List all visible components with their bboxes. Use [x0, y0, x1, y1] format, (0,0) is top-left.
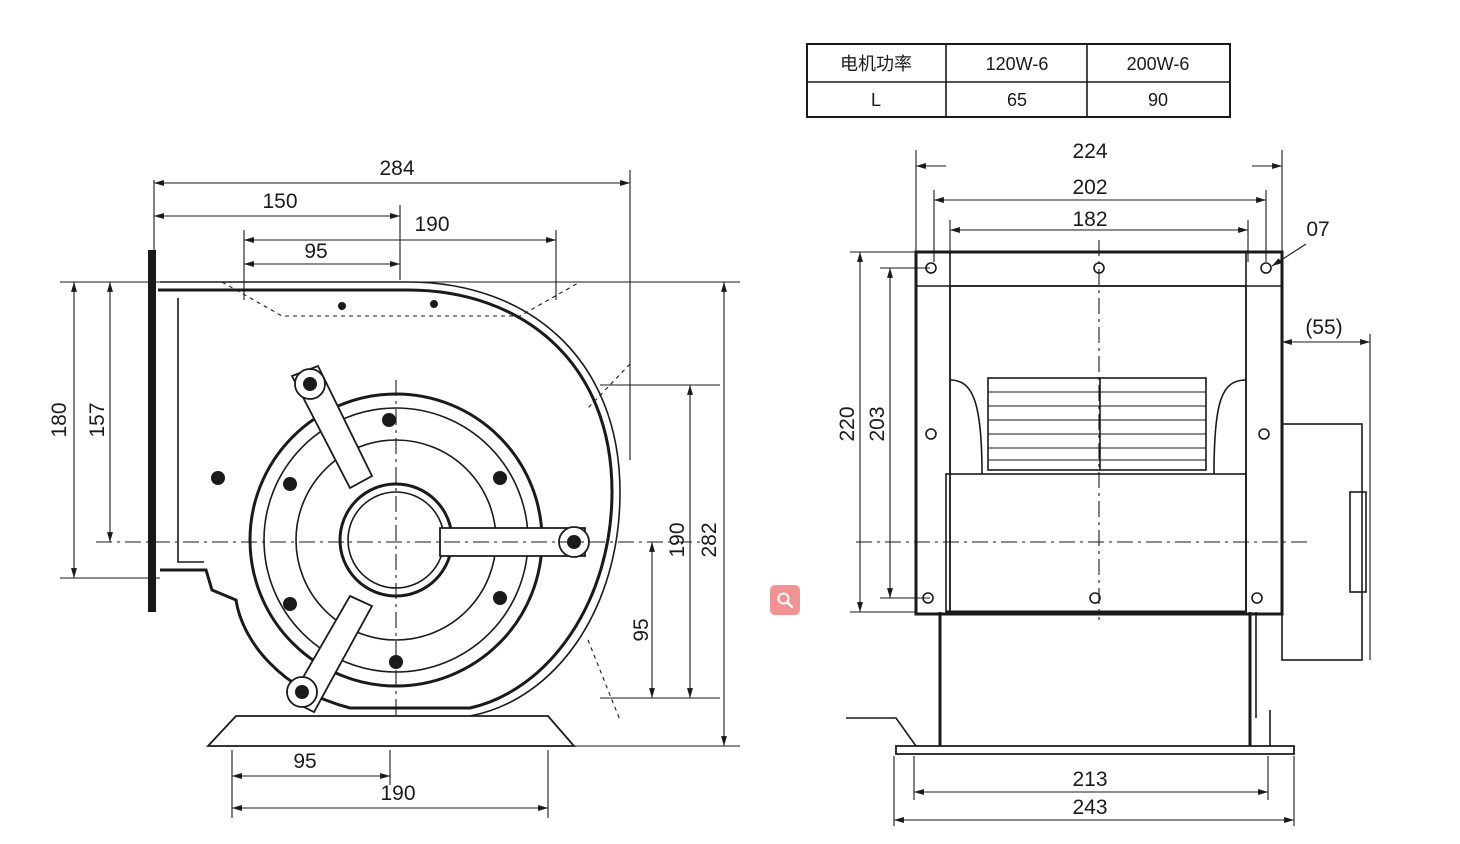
dim-284: 284: [379, 157, 414, 180]
front-view: 284 150 190 95 180 157 190 282 95 95 190: [48, 157, 740, 818]
dim-213: 213: [1072, 768, 1107, 791]
scroll-housing: [158, 288, 614, 710]
dim-190-top: 190: [414, 213, 449, 236]
dim-224: 224: [1072, 140, 1107, 163]
magnifier-icon: [777, 592, 794, 609]
dim-55: (55): [1305, 316, 1342, 339]
dim-190-base: 190: [380, 782, 415, 805]
side-dimensions: [850, 150, 1371, 826]
dim-190-right: 190: [666, 522, 689, 557]
dim-182: 182: [1072, 208, 1107, 231]
motor-bracket-arms: [286, 364, 590, 714]
table-header-power: 电机功率: [840, 54, 912, 74]
table-cell-120w-l: 65: [1007, 90, 1027, 110]
dim-203: 203: [866, 406, 889, 441]
dim-95-top: 95: [304, 240, 327, 263]
dim-282: 282: [698, 522, 721, 557]
side-dimension-labels: 224 202 182 07 (55) 220 203 213 243: [836, 140, 1343, 819]
dim-157: 157: [86, 402, 109, 437]
front-dimension-labels: 284 150 190 95 180 157 190 282 95 95 190: [48, 157, 721, 805]
outlet-flange: [148, 250, 156, 612]
dim-180: 180: [48, 402, 71, 437]
dim-220: 220: [836, 406, 859, 441]
motor-housing: [1255, 423, 1367, 718]
table-header-120w: 120W-6: [986, 54, 1049, 74]
dim-95-base: 95: [293, 750, 316, 773]
table-cell-200w-l: 90: [1148, 90, 1168, 110]
front-dimensions: [60, 170, 740, 818]
dim-202: 202: [1072, 176, 1107, 199]
plate-bolts: [211, 300, 507, 669]
table-header-200w: 200W-6: [1127, 54, 1190, 74]
dim-07: 07: [1306, 218, 1329, 241]
mounting-base: [205, 715, 576, 747]
table-row-label-l: L: [871, 90, 881, 110]
dim-243: 243: [1072, 796, 1107, 819]
side-view: 224 202 182 07 (55) 220 203 213 243: [836, 140, 1371, 826]
zoom-button[interactable]: [770, 585, 800, 615]
mounting-holes: [922, 262, 1272, 604]
motor-power-table: 电机功率 120W-6 200W-6 L 65 90: [806, 43, 1231, 118]
dim-95-right: 95: [630, 618, 653, 641]
dim-150: 150: [262, 190, 297, 213]
impeller-blades: [949, 377, 1247, 475]
